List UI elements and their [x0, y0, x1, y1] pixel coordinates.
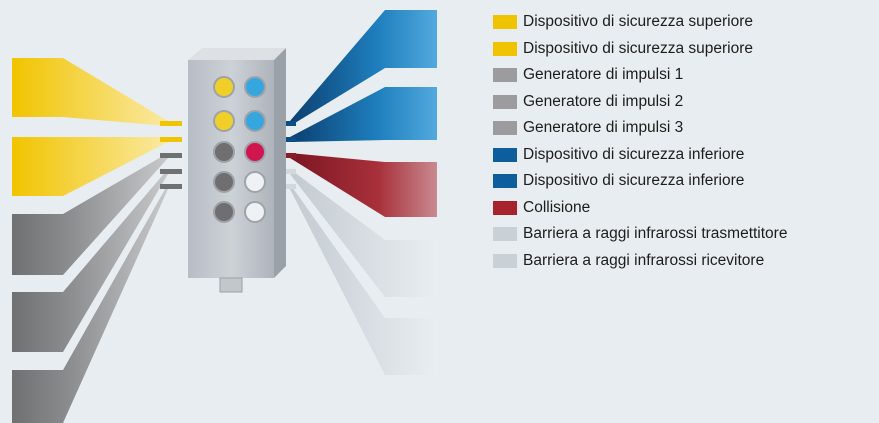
- button-white-1: [244, 171, 266, 193]
- legend-label: Dispositivo di sicurezza superiore: [523, 13, 754, 31]
- legend-item: Dispositivo di sicurezza inferiore: [493, 168, 787, 195]
- legend-label: Barriera a raggi infrarossi trasmettitor…: [523, 225, 788, 243]
- cable-red: [290, 153, 437, 217]
- cable-grey-2: [12, 169, 168, 352]
- button-red: [244, 141, 266, 163]
- button-grey-3: [213, 201, 235, 223]
- cable-yellow-2: [12, 137, 168, 196]
- legend-label: Dispositivo di sicurezza inferiore: [523, 172, 745, 190]
- button-grey-2: [213, 171, 235, 193]
- legend-swatch: [493, 121, 517, 136]
- button-white-2: [244, 201, 266, 223]
- legend-item: Dispositivo di sicurezza superiore: [493, 9, 787, 36]
- legend-label: Generatore di impulsi 2: [523, 92, 684, 110]
- legend-swatch: [493, 147, 517, 162]
- legend-item: Barriera a raggi infrarossi trasmettitor…: [493, 221, 787, 248]
- legend-item: Barriera a raggi infrarossi ricevitore: [493, 248, 787, 275]
- cable-white-1: [290, 169, 437, 297]
- legend-swatch: [493, 94, 517, 109]
- cable-grey-3: [12, 184, 168, 423]
- cable-blue-1: [290, 10, 437, 126]
- legend-swatch: [493, 68, 517, 83]
- button-yellow-2: [213, 110, 235, 132]
- cable-white-2: [290, 184, 437, 375]
- legend-swatch: [493, 174, 517, 189]
- legend: Dispositivo di sicurezza superiore Dispo…: [493, 9, 787, 274]
- control-box: [188, 48, 286, 293]
- legend-item: Dispositivo di sicurezza superiore: [493, 36, 787, 63]
- cable-yellow-1: [12, 58, 168, 126]
- button-blue-2: [244, 110, 266, 132]
- legend-label: Collisione: [523, 198, 591, 216]
- legend-swatch: [493, 15, 517, 30]
- button-column-right: [244, 76, 266, 223]
- cable-blue-2: [290, 87, 437, 142]
- legend-item: Generatore di impulsi 2: [493, 89, 787, 116]
- button-yellow-1: [213, 76, 235, 98]
- legend-label: Dispositivo di sicurezza superiore: [523, 39, 754, 57]
- left-connectors: [160, 121, 182, 189]
- legend-swatch: [493, 41, 517, 56]
- legend-swatch: [493, 253, 517, 268]
- legend-label: Generatore di impulsi 3: [523, 119, 684, 137]
- legend-label: Generatore di impulsi 1: [523, 66, 684, 84]
- legend-item: Collisione: [493, 195, 787, 222]
- button-grey-1: [213, 141, 235, 163]
- legend-swatch: [493, 200, 517, 215]
- legend-label: Dispositivo di sicurezza inferiore: [523, 145, 745, 163]
- legend-swatch: [493, 227, 517, 242]
- legend-item: Generatore di impulsi 1: [493, 62, 787, 89]
- cable-grey-1: [12, 153, 168, 275]
- legend-item: Dispositivo di sicurezza inferiore: [493, 142, 787, 169]
- button-blue-1: [244, 76, 266, 98]
- legend-item: Generatore di impulsi 3: [493, 115, 787, 142]
- legend-label: Barriera a raggi infrarossi ricevitore: [523, 251, 765, 269]
- cable-gland: [219, 277, 243, 293]
- button-column-left: [213, 76, 235, 223]
